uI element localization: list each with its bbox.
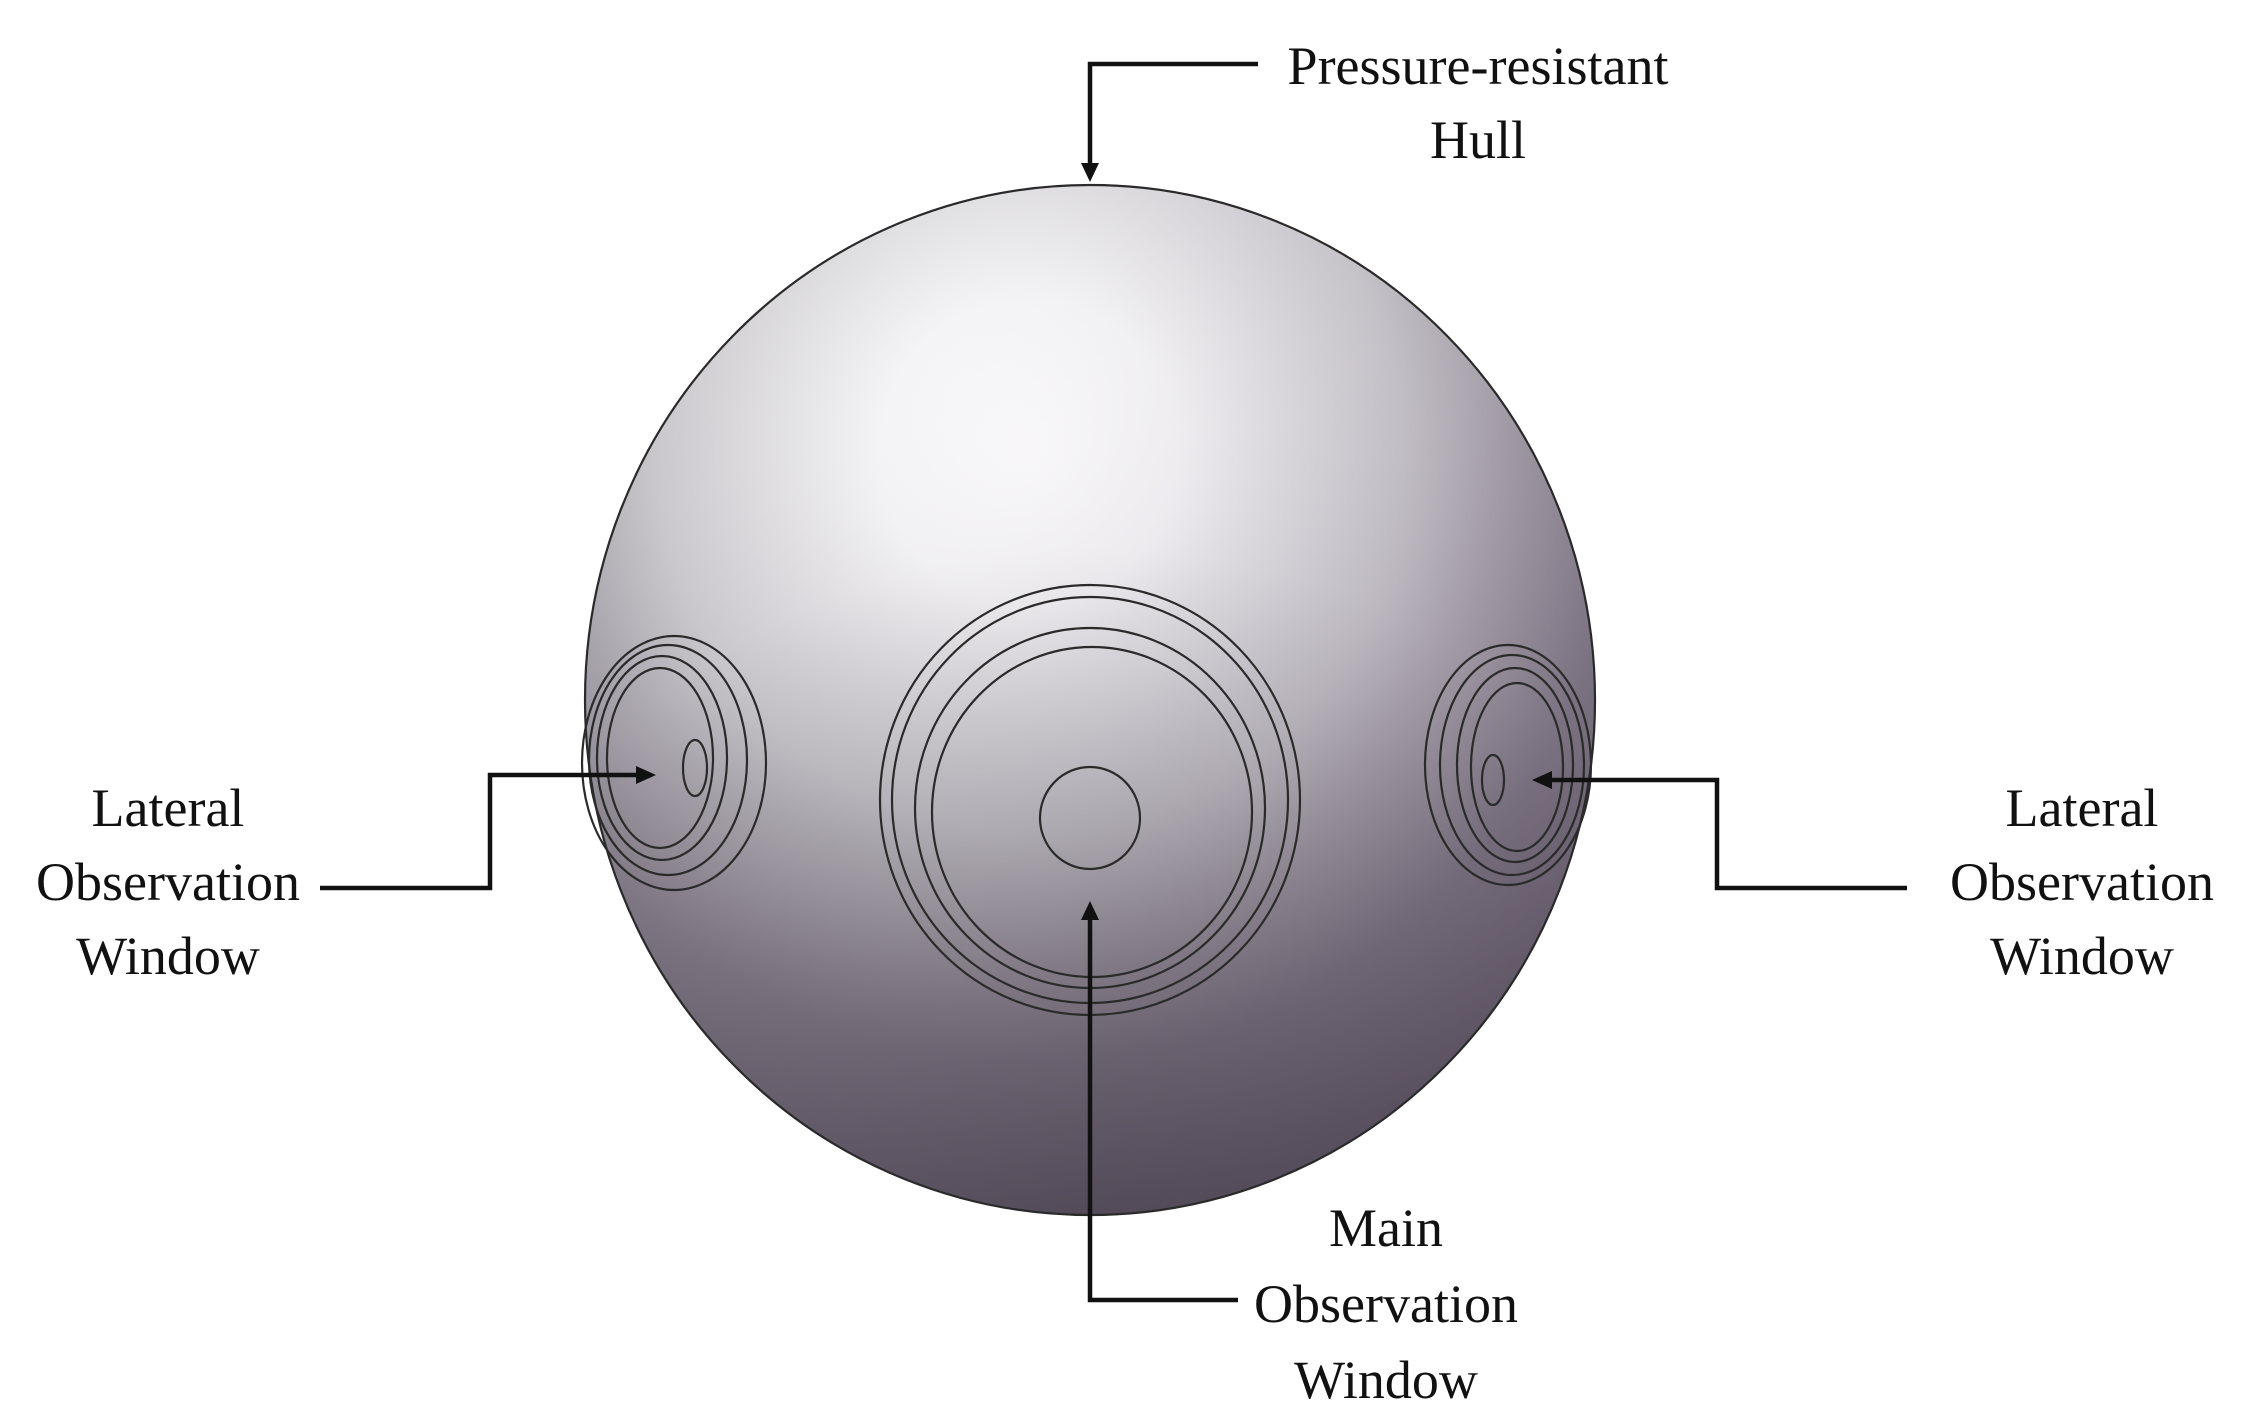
lateral-left-line1: Lateral [92,778,245,838]
main-window-line2: Observation [1254,1274,1518,1334]
right-window-leader [1548,777,1907,891]
label-lateral-right: Lateral Observation Window [1950,778,2214,986]
lateral-window-right [1423,643,1593,887]
leader-lines [320,61,1907,1303]
left-window-leader [320,772,640,891]
hull-label-line1: Pressure-resistant [1288,36,1669,96]
right-window-arrowhead [1532,771,1552,789]
main-window-arrowhead [1081,901,1099,920]
hull-leader [1087,61,1258,168]
label-main-window: Main Observation Window [1254,1198,1518,1410]
hull-arrowhead [1081,163,1099,182]
left-window-arrowhead [636,766,656,784]
hull-label-line2: Hull [1430,110,1526,170]
lateral-left-line2: Observation [36,852,300,912]
label-lateral-left: Lateral Observation Window [36,778,300,986]
lateral-right-line2: Observation [1950,852,2214,912]
lateral-left-line3: Window [76,926,260,986]
main-window-leader [1087,915,1238,1303]
lateral-window-left [580,634,768,892]
main-window-line3: Window [1294,1350,1478,1410]
lateral-right-line1: Lateral [2006,778,2159,838]
main-window-line1: Main [1329,1198,1443,1258]
lateral-right-line3: Window [1990,926,2174,986]
label-pressure-hull: Pressure-resistant Hull [1288,36,1669,170]
pressure-hull [583,183,1597,1217]
